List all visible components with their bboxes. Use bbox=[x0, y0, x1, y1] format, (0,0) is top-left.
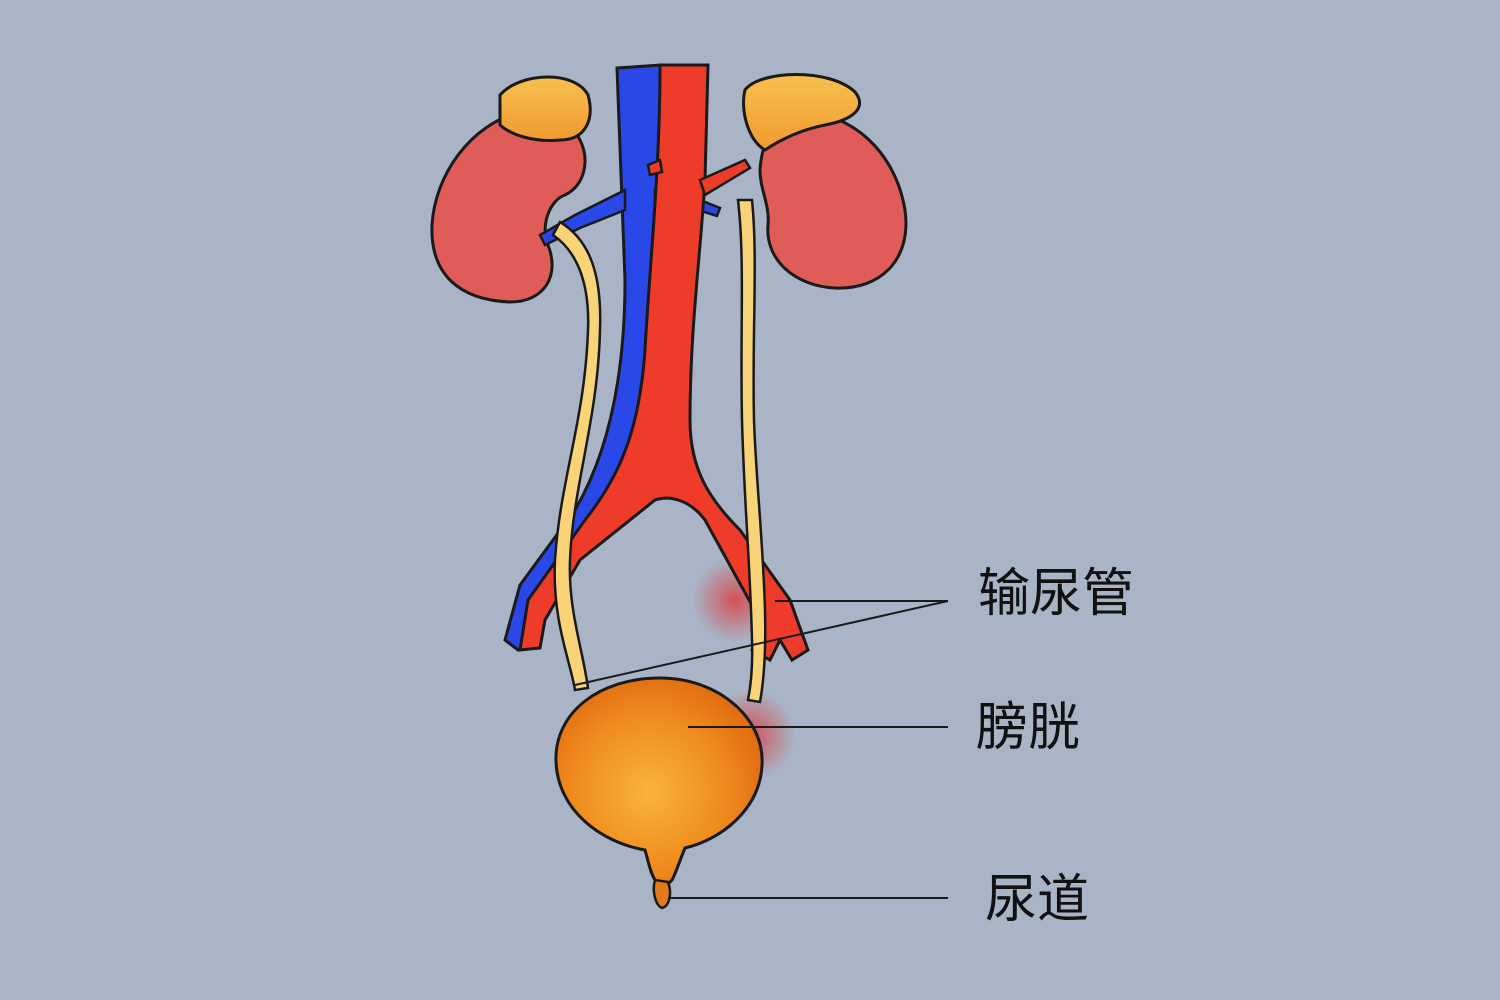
ureter-label: 输尿管 bbox=[978, 568, 1134, 620]
left-adrenal-gland bbox=[500, 77, 590, 140]
left-kidney bbox=[432, 77, 590, 302]
bladder bbox=[556, 678, 762, 908]
right-renal-artery bbox=[700, 160, 750, 195]
left-ureter bbox=[553, 222, 600, 690]
right-kidney bbox=[744, 75, 906, 289]
bladder-label: 膀胱 bbox=[976, 702, 1080, 754]
urethra-label: 尿道 bbox=[985, 874, 1089, 926]
urethra bbox=[654, 880, 670, 908]
